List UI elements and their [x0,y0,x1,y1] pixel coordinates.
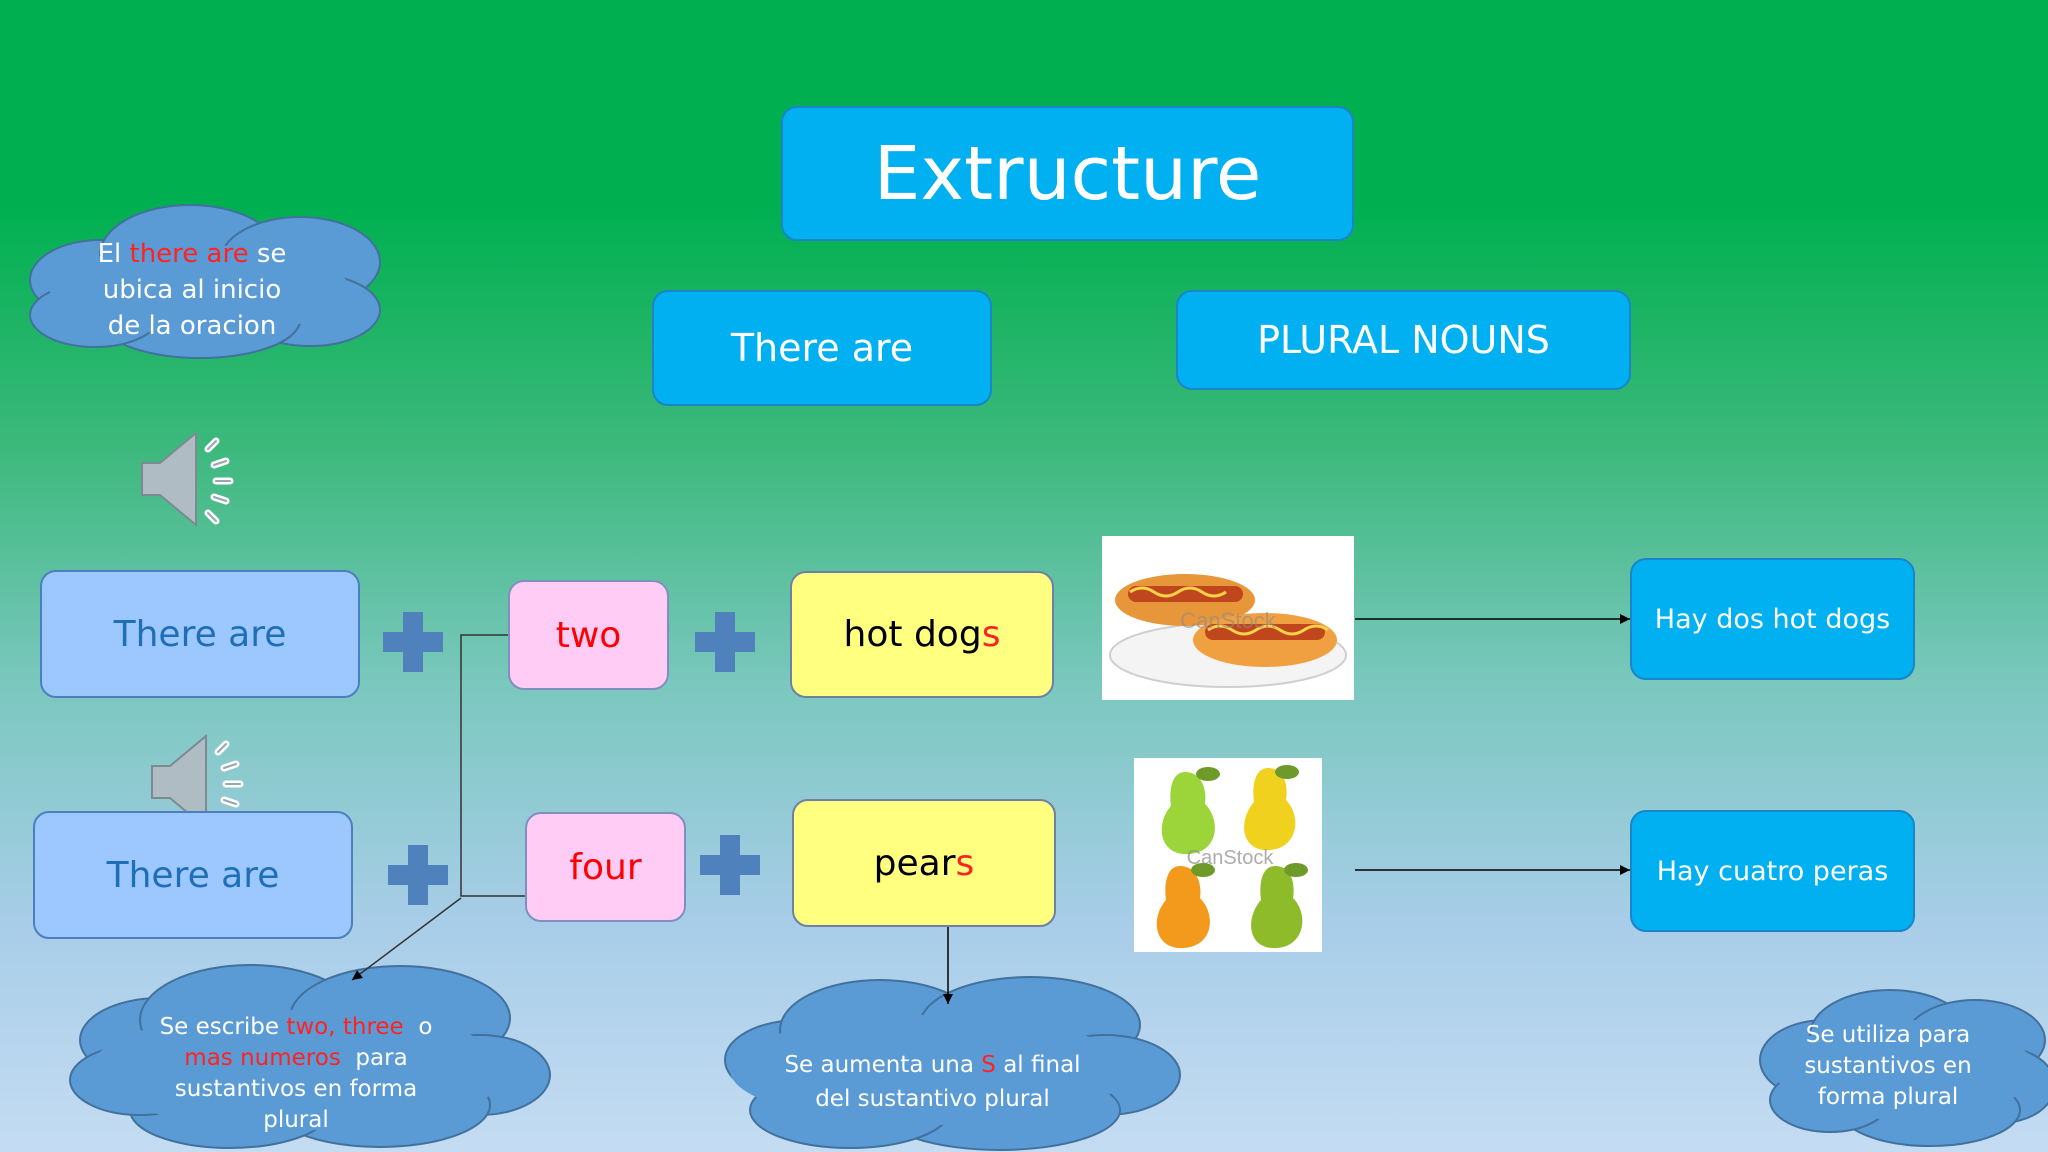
hot-dogs-image: CanStock [1102,536,1354,700]
row2-noun-base: pear [873,842,956,884]
row1-there-are-label: There are [113,613,287,655]
row2-number: four [525,812,686,922]
pears-image: CanStock [1134,758,1322,952]
cloud-numbers-line1: Se escribe two, three o [150,1012,442,1043]
cloud-numbers-line2: mas numeros para [150,1043,442,1074]
row2-noun-label: pears [874,843,975,884]
row2-noun-suffix: s [955,842,975,884]
cloud-top-text: El there are se ubica al inicio de la or… [72,236,312,344]
cloud-s-l1-hl: S [981,1052,996,1078]
cloud-shape-s [724,976,1181,1151]
cloud-numbers-text: Se escribe two, three o mas numeros para… [150,1012,442,1136]
cloud-use-line3: forma plural [1817,1084,1959,1110]
cloud-s-line1: Se aumenta una S al final [765,1048,1100,1082]
page-title: Extructure [873,130,1262,217]
row1-translation: Hay dos hot dogs [1630,558,1915,680]
cloud-numbers-l2-post: para [340,1045,408,1071]
speaker-icon [141,430,234,528]
cloud-shape-use [1759,989,2048,1147]
row1-number-label: two [555,614,622,656]
cloud-numbers-line3: sustantivos en forma [174,1076,418,1102]
cloud-top-highlight: there are [129,239,249,269]
row1-there-are: There are [40,570,360,698]
cloud-numbers-l1-pre: Se escribe [159,1014,287,1040]
bracket-connector [351,634,525,981]
header-plural-nouns: PLURAL NOUNS [1176,290,1631,390]
plus-icon [388,845,448,905]
cloud-top-line3: de la oracion [107,311,277,341]
cloud-use-line1: Se utiliza para [1805,1022,1971,1048]
cloud-use-text: Se utiliza para sustantivos en forma plu… [1793,1020,1983,1113]
plus-icon [383,612,443,672]
cloud-top-line2: ubica al inicio [102,275,282,305]
title-box: Extructure [781,106,1354,241]
row2-translation-label: Hay cuatro peras [1656,855,1889,887]
cloud-numbers-l2-hl: mas numeros [184,1045,341,1071]
row2-noun: pears [792,799,1056,927]
row1-translation-label: Hay dos hot dogs [1654,603,1891,635]
cloud-s-l1-post: al final [995,1052,1081,1078]
row1-noun-suffix: s [981,614,1001,655]
header-plural-nouns-label: PLURAL NOUNS [1257,318,1550,362]
cloud-shape-top [29,204,381,359]
cloud-numbers-l1-hl: two, three [286,1014,404,1040]
cloud-top-pre: El [97,239,130,269]
cloud-numbers-l1-post: o [403,1014,433,1040]
cloud-top-post: se [248,239,287,269]
cloud-top-line1: El there are se [72,236,312,272]
svg-text:CanStock: CanStock [1187,847,1275,869]
row2-there-are: There are [33,811,353,939]
plus-icon [695,612,755,672]
row2-translation: Hay cuatro peras [1630,810,1915,932]
header-there-are: There are [652,290,992,406]
row2-there-are-label: There are [106,854,280,896]
row1-number: two [508,580,669,690]
cloud-s-text: Se aumenta una S al final del sustantivo… [765,1048,1100,1116]
plus-icon [700,835,760,895]
header-there-are-label: There are [730,326,914,370]
cloud-numbers-line4: plural [263,1107,329,1133]
cloud-s-l1-pre: Se aumenta una [784,1052,982,1078]
row1-noun: hot dogs [790,571,1054,698]
row2-number-label: four [569,846,642,888]
svg-text:CanStock: CanStock [1180,608,1276,633]
row1-noun-base: hot dog [843,614,982,655]
cloud-shape-numbers [69,964,551,1149]
cloud-s-line2: del sustantivo plural [815,1086,1050,1112]
row1-noun-label: hot dogs [844,614,1001,655]
cloud-use-line2: sustantivos en [1804,1053,1972,1079]
